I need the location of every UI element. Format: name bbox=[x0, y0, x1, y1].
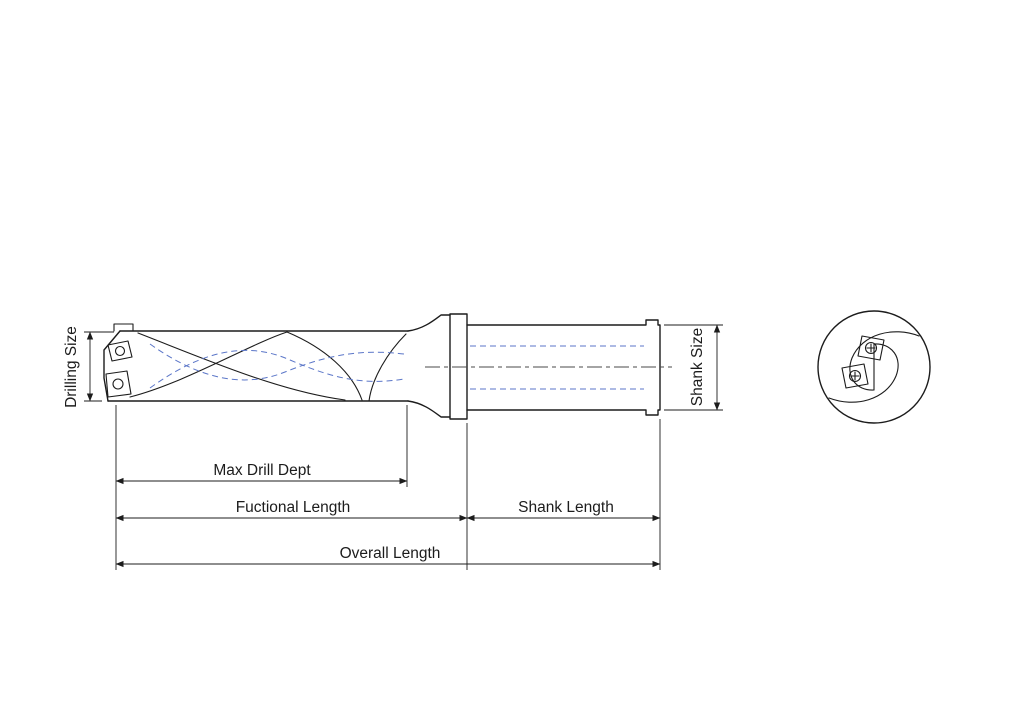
flute-runout bbox=[368, 333, 407, 402]
flute-edge-1 bbox=[129, 331, 288, 398]
dim-shank-length: Shank Length bbox=[466, 499, 661, 522]
dimensions: Drilling Size Shank Size Max Drill Dept bbox=[63, 324, 723, 570]
flute-edge-3 bbox=[286, 331, 363, 401]
drill-collar bbox=[407, 313, 468, 420]
end-flute-curve-2 bbox=[828, 343, 899, 403]
screw-cross-1-icon bbox=[866, 343, 876, 353]
screw-cross-2-icon bbox=[850, 371, 860, 381]
drill-end-view bbox=[817, 310, 931, 424]
dim-label-shank-length: Shank Length bbox=[518, 499, 614, 516]
dim-label-max-drill-depth: Max Drill Dept bbox=[213, 462, 311, 479]
insert-screw-upper-icon bbox=[114, 345, 126, 357]
dim-functional-length: Fuctional Length bbox=[115, 499, 468, 522]
flute-edge-2 bbox=[137, 332, 346, 401]
drill-body bbox=[103, 323, 409, 402]
end-insert-screw-1-icon bbox=[864, 341, 878, 355]
dim-shank-size: Shank Size bbox=[664, 324, 723, 411]
end-insert-1 bbox=[857, 335, 885, 361]
dim-label-functional-length: Fuctional Length bbox=[236, 499, 351, 516]
end-view-outer-circle bbox=[817, 310, 931, 424]
tip-face bbox=[103, 330, 121, 402]
drill-shank bbox=[425, 319, 672, 416]
coolant-helix-2 bbox=[149, 349, 405, 389]
drill-side-view bbox=[103, 313, 672, 420]
end-insert-screw-2-icon bbox=[848, 369, 862, 383]
tip-pocket-tab bbox=[113, 323, 134, 332]
insert-lower bbox=[105, 370, 132, 398]
dim-overall-length: Overall Length bbox=[115, 545, 661, 568]
dim-label-overall-length: Overall Length bbox=[340, 545, 441, 562]
insert-upper bbox=[107, 340, 133, 362]
dim-max-drill-depth: Max Drill Dept bbox=[115, 462, 408, 485]
coolant-helix-1 bbox=[149, 343, 405, 381]
insert-screw-lower-icon bbox=[112, 378, 124, 390]
dim-label-shank-size: Shank Size bbox=[689, 328, 706, 406]
dim-label-drilling-size: Drilling Size bbox=[63, 326, 80, 408]
end-insert-2 bbox=[841, 363, 869, 389]
funnel-bottom bbox=[407, 400, 451, 418]
funnel-top bbox=[407, 314, 451, 332]
dim-drilling-size: Drilling Size bbox=[63, 326, 114, 408]
collar-ring bbox=[449, 313, 468, 420]
